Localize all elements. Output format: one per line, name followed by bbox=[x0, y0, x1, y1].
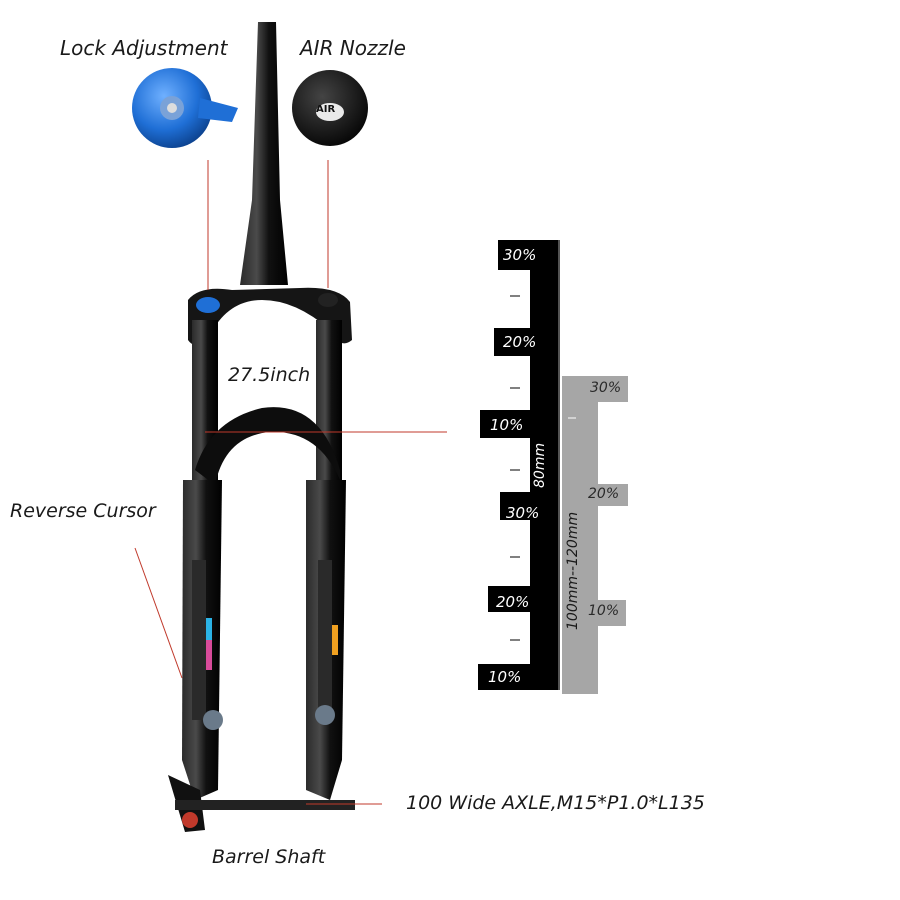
air-nozzle-label: AIR Nozzle bbox=[300, 36, 406, 60]
left-decal bbox=[192, 560, 206, 720]
air-nozzle-cap bbox=[292, 70, 368, 146]
wheel-size-label: 27.5inch bbox=[228, 364, 311, 386]
scale-80-step-10: 10% bbox=[490, 416, 524, 434]
lock-adjustment-knob bbox=[132, 68, 238, 148]
air-cap-text: AIR bbox=[316, 104, 336, 115]
fork-crown bbox=[188, 287, 352, 345]
lock-adjustment-label: Lock Adjustment bbox=[60, 36, 228, 60]
steerer-tube bbox=[240, 22, 288, 285]
axle-spec-label: 100 Wide AXLE,M15*P1.0*L135 bbox=[406, 792, 705, 814]
scale-120-step-20: 20% bbox=[496, 593, 530, 611]
black-travel-scale bbox=[478, 240, 560, 690]
scale-120-step-10: 10% bbox=[488, 668, 522, 686]
right-decal bbox=[318, 560, 332, 710]
gray-travel-scale bbox=[562, 376, 628, 694]
axle bbox=[175, 800, 355, 810]
fork-arch bbox=[195, 407, 340, 485]
scale-80-label: 80mm bbox=[532, 442, 548, 488]
scale-80-step-30: 30% bbox=[503, 246, 537, 264]
reverse-cursor-label: Reverse Cursor bbox=[10, 500, 156, 522]
gray-step-10: 10% bbox=[588, 603, 620, 619]
right-stanchion bbox=[316, 320, 342, 490]
scale-80-step-20: 20% bbox=[503, 333, 537, 351]
scale-120-step-30: 30% bbox=[506, 504, 540, 522]
gray-step-20: 20% bbox=[588, 486, 620, 502]
barrel-shaft-label: Barrel Shaft bbox=[212, 846, 326, 868]
scale-120-label: 100mm--120mm bbox=[565, 511, 581, 630]
gray-step-30: 30% bbox=[590, 380, 622, 396]
